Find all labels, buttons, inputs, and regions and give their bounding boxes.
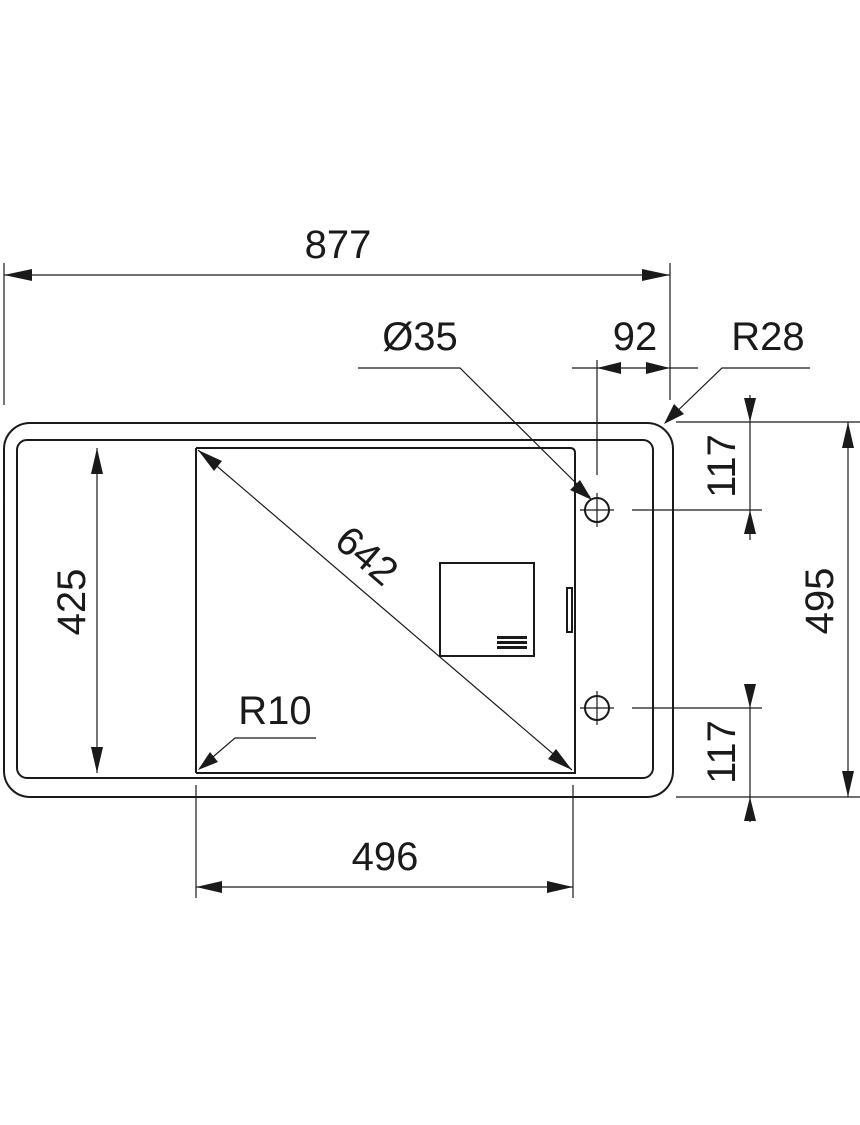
dim-outer-radius [664,367,810,424]
drain-plate [439,562,535,657]
sink-inner-border [16,439,654,779]
dim-drainer-depth [91,448,103,773]
dim-overall-width [3,263,671,405]
dim-hole-to-top-label: 117 [700,434,744,498]
dim-bowl-width [195,785,574,898]
dim-bowl-diagonal-label: 642 [327,518,406,595]
dim-overall-depth-label: 495 [798,568,842,635]
dim-inner-radius [198,737,316,770]
dim-inner-radius-label: R10 [238,689,311,733]
dim-bowl-width-label: 496 [352,835,419,879]
sink-outer-rim [3,422,674,798]
dim-hole-offset [572,360,698,475]
overflow-slot [566,587,573,633]
dim-overall-depth [676,421,860,798]
dim-hole-to-bottom-label: 117 [700,720,744,784]
dim-hole-offset-label: 92 [613,315,658,359]
dim-hole-to-bottom [632,684,762,822]
dim-hole-diameter [358,367,592,500]
dim-outer-radius-label: R28 [731,315,804,359]
tap-hole-bottom [580,691,614,725]
tap-hole-top [580,493,614,527]
dim-hole-diameter-label: Ø35 [382,315,458,359]
dim-drainer-depth-label: 425 [50,569,94,636]
sink-outline [3,422,674,798]
dim-overall-width-label: 877 [305,223,372,267]
dim-bowl-diagonal [197,449,573,771]
bowl-outline [196,447,576,774]
dim-hole-to-top [632,395,762,540]
drain-plate-logo [497,636,527,649]
